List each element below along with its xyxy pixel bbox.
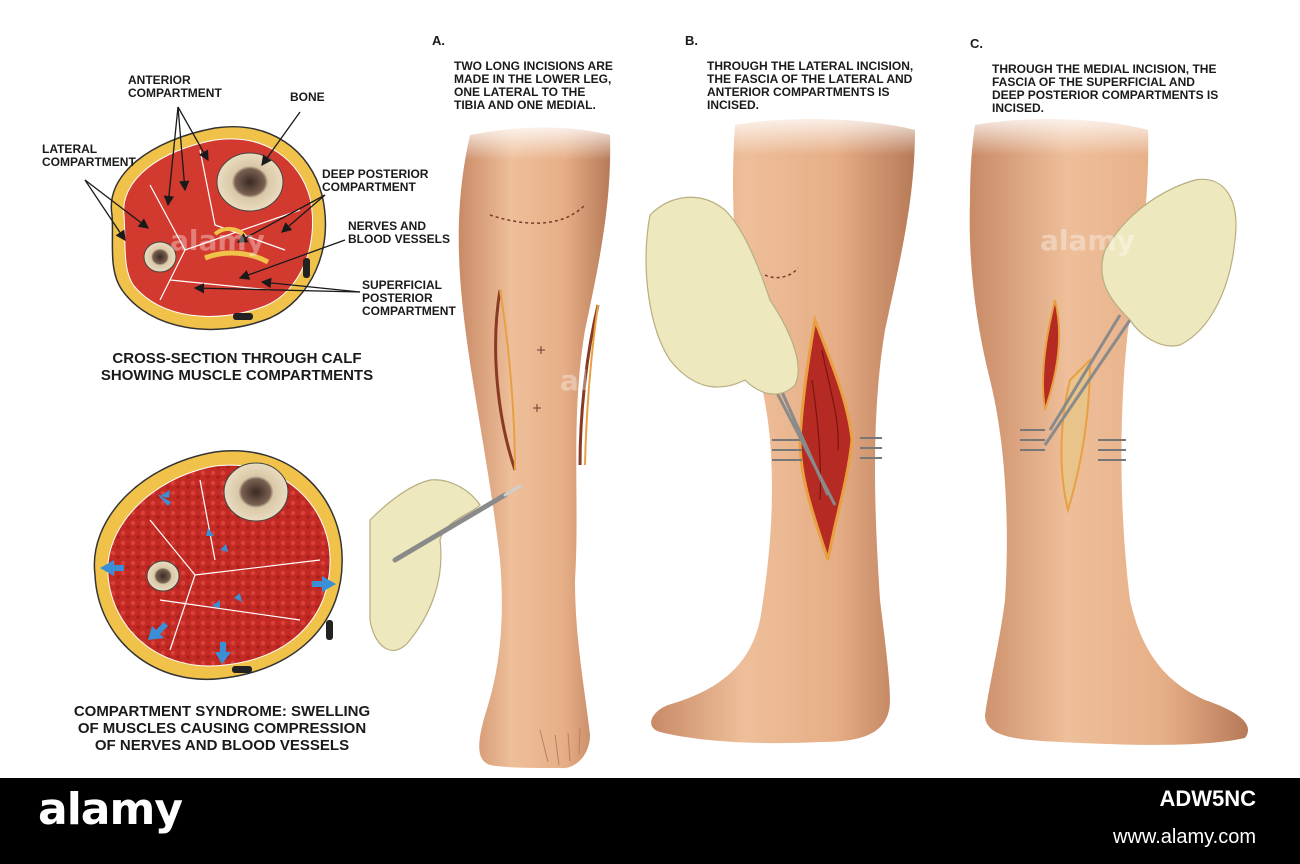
alamy-logo: alamy bbox=[38, 784, 183, 835]
nerves-blood-vessels-label: NERVES AND BLOOD VESSELS bbox=[348, 219, 451, 246]
step-b-caption: B. THROUGH THE LATERAL INCISION, THE FAS… bbox=[685, 34, 947, 112]
step-a-text: TWO LONG INCISIONS ARE MADE IN THE LOWER… bbox=[454, 59, 613, 112]
cross-section-caption: CROSS-SECTION THROUGH CALF SHOWING MUSCL… bbox=[100, 350, 374, 384]
gloved-hand-c bbox=[1101, 178, 1237, 347]
step-b-letter: B. bbox=[685, 33, 698, 48]
step-b-text: THROUGH THE LATERAL INCISION, THE FASCIA… bbox=[707, 59, 914, 112]
step-c-letter: C. bbox=[970, 36, 983, 51]
compartment-syndrome-caption: COMPARTMENT SYNDROME: SWELLING OF MUSCLE… bbox=[73, 703, 371, 754]
leg-c-illustration bbox=[965, 110, 1249, 745]
alamy-url-text: www.alamy.com bbox=[1113, 826, 1256, 848]
svg-text:alamy: alamy bbox=[1040, 224, 1135, 257]
svg-text:alamy: alamy bbox=[560, 364, 655, 397]
step-c-text: THROUGH THE MEDIAL INCISION, THE FASCIA … bbox=[992, 62, 1219, 115]
cross-section-diagram bbox=[84, 106, 361, 331]
step-a-caption: A. TWO LONG INCISIONS ARE MADE IN THE LO… bbox=[432, 34, 654, 112]
step-c-caption: C. THROUGH THE MEDIAL INCISION, THE FASC… bbox=[970, 37, 1262, 115]
fibula-bone bbox=[143, 241, 177, 273]
deep-posterior-compartment-label: DEEP POSTERIOR COMPARTMENT bbox=[322, 167, 429, 194]
image-id-text: ADW5NC bbox=[1159, 786, 1256, 811]
lateral-compartment-label: LATERAL COMPARTMENT bbox=[42, 142, 136, 169]
watermark-footer-bar bbox=[0, 778, 1300, 864]
compartment-syndrome-diagram bbox=[93, 450, 343, 680]
svg-text:alamy: alamy bbox=[170, 224, 265, 257]
illustration-canvas: alamy alamy alamy bbox=[84, 106, 1249, 769]
swelling-arrows bbox=[100, 490, 336, 664]
tibia-bone bbox=[216, 152, 284, 212]
gloved-hand-b bbox=[645, 196, 799, 395]
gloved-hand-a bbox=[369, 479, 481, 651]
step-a-letter: A. bbox=[432, 33, 445, 48]
leg-a-illustration bbox=[369, 120, 620, 769]
superficial-posterior-compartment-label: SUPERFICIAL POSTERIOR COMPARTMENT bbox=[362, 278, 456, 318]
watermark-overlay: alamy alamy alamy bbox=[170, 224, 1135, 397]
bone-label: BONE bbox=[290, 90, 325, 104]
leg-b-illustration bbox=[645, 110, 925, 744]
anterior-compartment-label: ANTERIOR COMPARTMENT bbox=[128, 73, 222, 100]
